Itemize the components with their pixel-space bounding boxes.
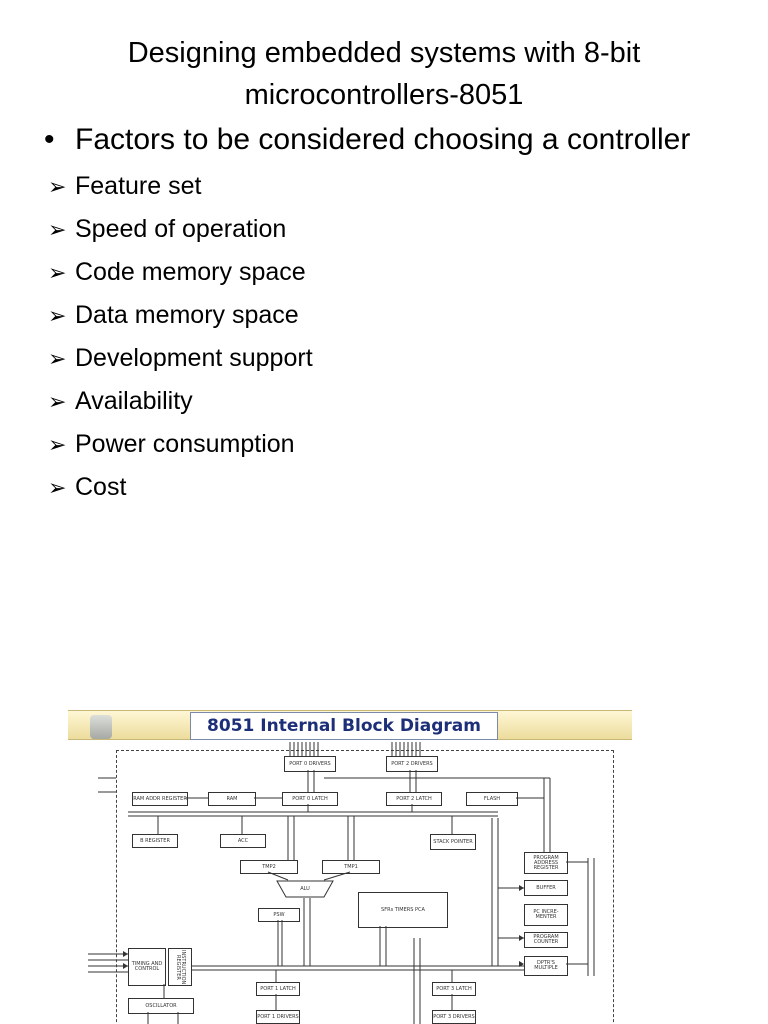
arrow-bullet-icon: ➢ (48, 475, 67, 500)
timing-control-block: TIMING AND CONTROL (128, 948, 166, 986)
port0-latch-block: PORT 0 LATCH (282, 792, 338, 806)
program-counter-block: PROGRAM COUNTER (524, 932, 568, 948)
program-address-register-block: PROGRAM ADDRESS REGISTER (524, 852, 568, 874)
chip-icon (90, 715, 112, 739)
list-item: ➢Speed of operation (48, 208, 313, 251)
list-item: ➢Power consumption (48, 423, 313, 466)
port2-drivers-block: PORT 2 DRIVERS (386, 756, 438, 772)
b-register-block: B REGISTER (132, 834, 178, 848)
pc-incrementer-block: PC INCRE-MENTER (524, 904, 568, 926)
port1-latch-block: PORT 1 LATCH (256, 982, 300, 996)
tmp2-block: TMP2 (240, 860, 298, 874)
list-item: ➢Cost (48, 466, 313, 509)
main-bullet: • Factors to be considered choosing a con… (44, 121, 690, 159)
ram-addr-register-block: RAM ADDR REGISTER (132, 792, 188, 806)
diagram-title: 8051 Internal Block Diagram (190, 712, 498, 740)
arrow-bullet-icon: ➢ (48, 260, 67, 285)
chip-boundary (116, 750, 614, 1024)
alu-label: ALU (300, 886, 310, 892)
timers-block: SFRs TIMERS PCA (358, 892, 448, 928)
arrow-bullet-icon: ➢ (48, 217, 67, 242)
slide-title: Designing embedded systems with 8-bit mi… (0, 32, 768, 116)
arrow-bullet-icon: ➢ (48, 174, 67, 199)
port2-latch-block: PORT 2 LATCH (386, 792, 442, 806)
acc-block: ACC (220, 834, 266, 848)
arrow-bullet-icon: ➢ (48, 432, 67, 457)
main-bullet-text: Factors to be considered choosing a cont… (75, 123, 691, 156)
stack-pointer-block: STACK POINTER (430, 834, 476, 850)
bus-lines (88, 770, 595, 1024)
arrow-bullet-icon: ➢ (48, 389, 67, 414)
list-item: ➢Code memory space (48, 251, 313, 294)
slide-title-line-2: microcontrollers-8051 (244, 79, 524, 111)
bullet-dot-icon: • (44, 123, 55, 156)
buffer-block: BUFFER (524, 880, 568, 896)
block-diagram-image: 8051 Internal Block Diagram PORT 0 DRIVE… (68, 708, 632, 1024)
top-pins (289, 742, 421, 758)
psw-block: PSW (258, 908, 300, 922)
alu-block (276, 880, 334, 898)
list-item: ➢Development support (48, 337, 313, 380)
instruction-register-block: INSTRUCTION REGISTER (168, 948, 192, 986)
tmp1-block: TMP1 (322, 860, 380, 874)
list-item: ➢Availability (48, 380, 313, 423)
dptr-block: DPTR'S MULTIPLE (524, 956, 568, 976)
list-item: ➢Feature set (48, 165, 313, 208)
slide-title-line-1: Designing embedded systems with 8-bit (127, 37, 641, 69)
ram-block: RAM (208, 792, 256, 806)
flash-block: FLASH (466, 792, 518, 806)
arrow-bullet-icon: ➢ (48, 303, 67, 328)
port3-latch-block: PORT 3 LATCH (432, 982, 476, 996)
port0-drivers-block: PORT 0 DRIVERS (284, 756, 336, 772)
oscillator-block: OSCILLATOR (128, 998, 194, 1014)
arrow-bullet-icon: ➢ (48, 346, 67, 371)
factor-list: ➢Feature set ➢Speed of operation ➢Code m… (48, 165, 313, 509)
list-item: ➢Data memory space (48, 294, 313, 337)
